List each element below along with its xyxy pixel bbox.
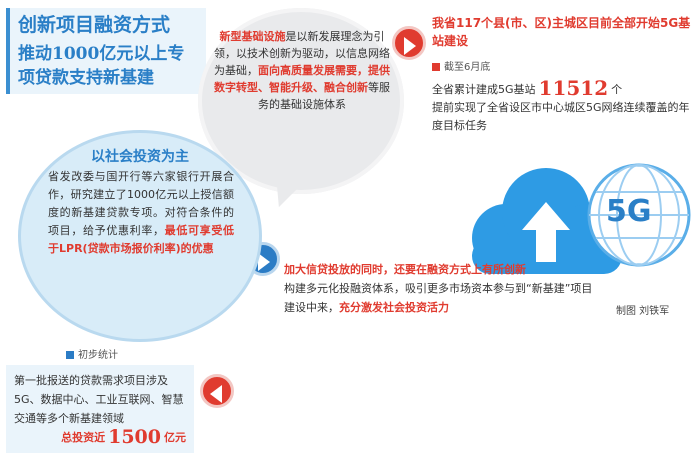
financing-highlight: 加大信贷投放的同时，还要在融资方式上有所创新 (284, 263, 526, 276)
stats-5g-title: 我省117个县(市、区)主城区目前全部开始5G基站建设 (432, 16, 691, 48)
top-text-a: 是以新发展理念为引领，以技术创新为驱动，以信息网络为基础， (214, 30, 390, 77)
speech-bubble-top (198, 8, 404, 194)
arrow-right-icon (392, 26, 426, 60)
top-highlight-term: 新型基础设施 (219, 30, 286, 43)
total-investment-number: 1500 (108, 426, 161, 448)
stats-5g-block: 我省117个县(市、区)主城区目前全部开始5G基站建设 截至6月底 全省累计建成… (432, 14, 694, 135)
stats-5g-date: 截至6月底 (432, 58, 694, 73)
top-highlight-goal: 面向高质量发展需要，提供数字转型、智能升级、融合创新 (214, 64, 390, 94)
left-bubble-text: 省发改委与国开行等六家银行开展合作，研究建立了1000亿元以上授信额度的新基建贷… (48, 170, 235, 255)
label-5g: 5G (606, 194, 652, 229)
preliminary-stats-label: 初步统计 (66, 346, 194, 361)
stats-5g-description: 提前实现了全省设区市中心城区5G网络连续覆盖的年度目标任务 (432, 101, 690, 132)
globe-icon (587, 163, 691, 267)
financing-innovation-block: 加大信贷投放的同时，还要在融资方式上有所创新 构建多元化投融资体系，吸引更多市场… (284, 260, 600, 317)
left-bubble-highlight: 最低可享受低于LPR(贷款市场报价利率)的优惠 (48, 224, 235, 255)
top-text-b: 等服务的基础设施体系 (258, 81, 390, 111)
page-subtitle: 推动1000亿元以上专项贷款支持新基建 (18, 44, 185, 88)
preliminary-stats-block: 初步统计 第一批报送的贷款需求项目涉及5G、数据中心、工业互联网、智慧交通等多个… (6, 346, 194, 453)
square-bullet-icon (432, 63, 440, 71)
speech-bubble-top-text: 新型基础设施是以新发展理念为引领，以技术创新为驱动，以信息网络为基础，面向高质量… (214, 28, 390, 113)
square-bullet-icon (66, 351, 74, 359)
cloud-5g-graphic: 5G (458, 150, 694, 290)
financing-text: 构建多元化投融资体系，吸引更多市场资本参与到“新基建”项目建设中来， (284, 282, 593, 314)
left-bubble-title: 以社会投资为主 (91, 149, 189, 165)
credit-text: 制图 刘铁军 (616, 306, 670, 317)
title-box: 创新项目融资方式 推动1000亿元以上专项贷款支持新基建 (6, 8, 206, 94)
speech-bubble-left (18, 130, 262, 342)
arrow-left-icon (200, 374, 234, 408)
preliminary-stats-box: 第一批报送的贷款需求项目涉及5G、数据中心、工业互联网、智慧交通等多个新基建领域… (6, 365, 194, 453)
stats-5g-count: 11512 (538, 76, 609, 100)
preliminary-stats-text: 第一批报送的贷款需求项目涉及5G、数据中心、工业互联网、智慧交通等多个新基建领域 (14, 374, 184, 425)
financing-goal: 充分激发社会投资活力 (339, 301, 449, 314)
page-title: 创新项目融资方式 (18, 14, 171, 36)
